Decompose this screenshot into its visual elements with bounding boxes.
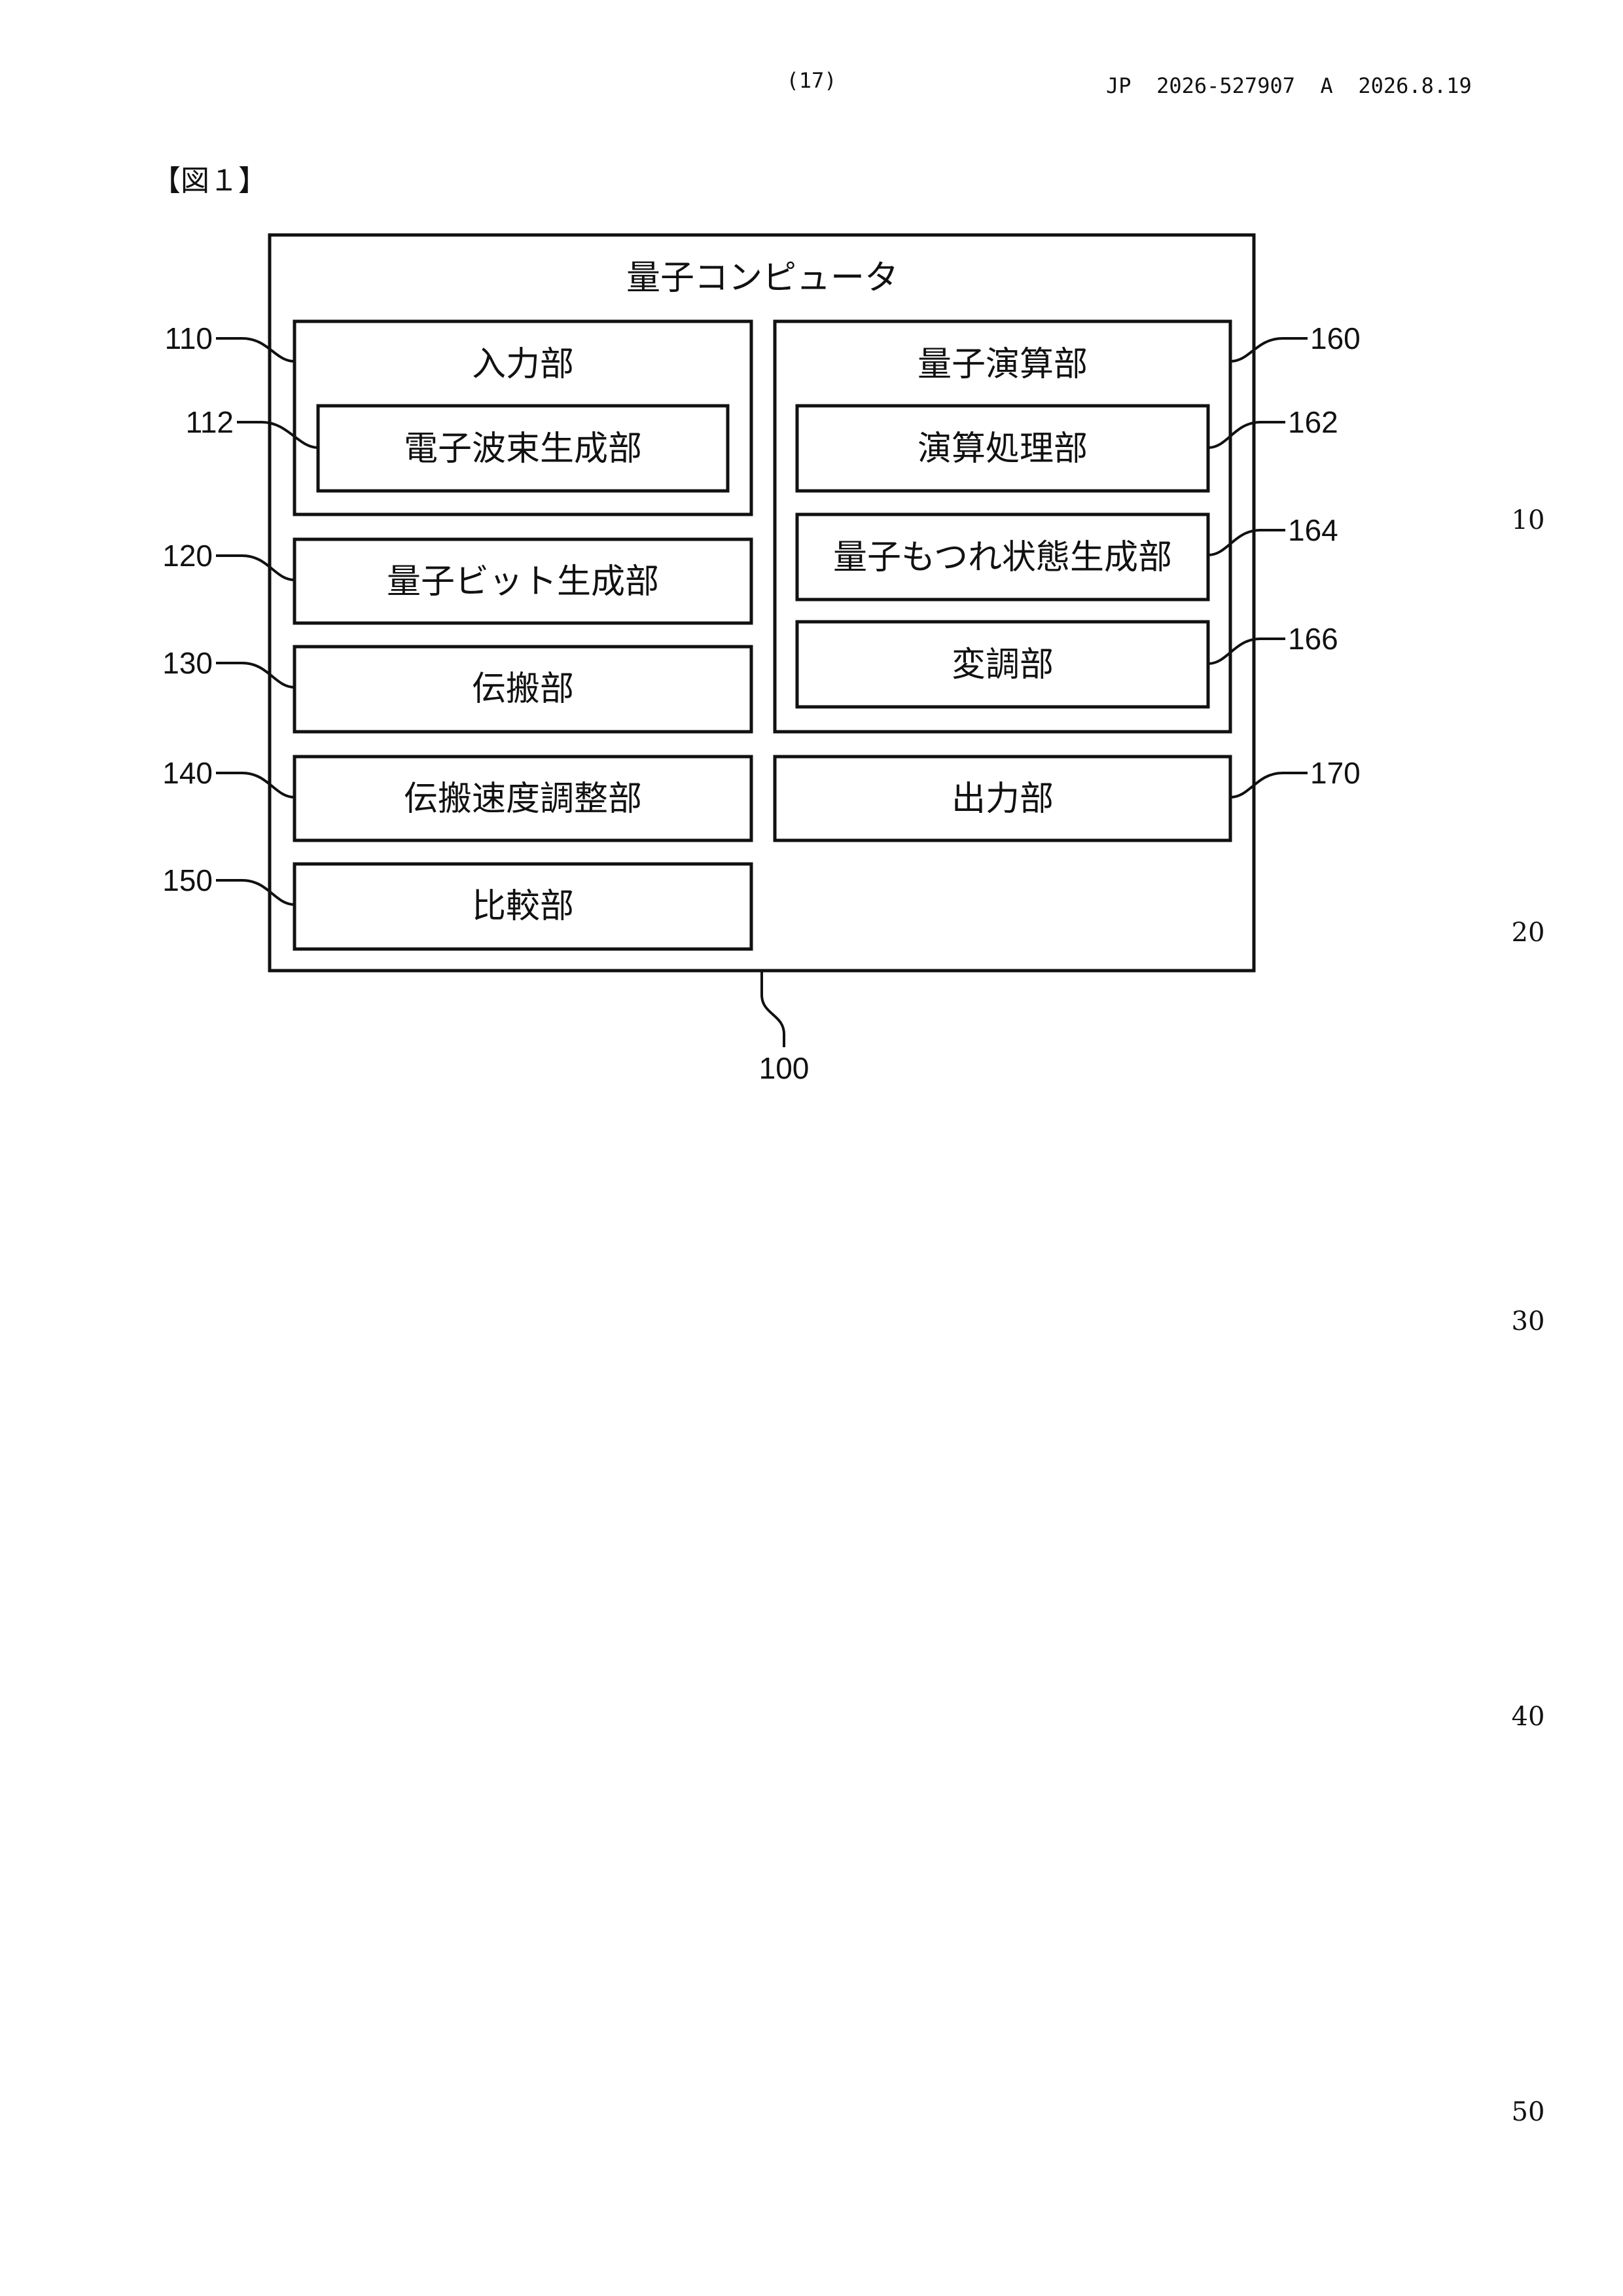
propagation-label: 伝搬部 (472, 670, 574, 709)
ref-100: 100 (759, 1051, 810, 1085)
calc-proc-label: 演算処理部 (918, 429, 1088, 469)
speed-adjust-label: 伝搬速度調整部 (404, 780, 642, 819)
ref-110: 110 (165, 321, 213, 355)
compare-label: 比較部 (472, 887, 574, 926)
ref-162: 162 (1288, 405, 1338, 439)
ref-160: 160 (1310, 321, 1361, 355)
ref-166: 166 (1288, 622, 1338, 656)
ref-112: 112 (186, 405, 234, 439)
entangle-label: 量子もつれ状態生成部 (833, 538, 1172, 577)
ref-164: 164 (1288, 513, 1338, 547)
input-unit-label: 入力部 (472, 345, 574, 384)
qubit-gen-label: 量子ビット生成部 (387, 562, 659, 601)
ref-150: 150 (162, 863, 213, 897)
output-label: 出力部 (952, 780, 1054, 819)
quantum-computer-title: 量子コンピュータ (626, 259, 899, 298)
leader-100 (762, 971, 784, 1047)
ref-120: 120 (162, 539, 213, 573)
electron-wave-label: 電子波束生成部 (404, 429, 642, 469)
ref-170: 170 (1310, 756, 1361, 790)
ref-140: 140 (162, 756, 213, 790)
ref-130: 130 (162, 646, 213, 680)
quantum-calc-label: 量子演算部 (918, 345, 1088, 384)
modulate-label: 変調部 (952, 645, 1054, 685)
